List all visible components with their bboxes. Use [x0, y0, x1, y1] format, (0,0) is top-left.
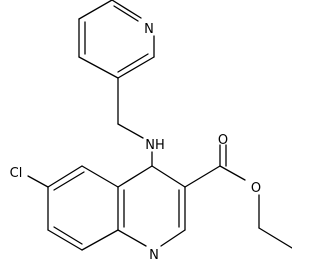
bond [53, 171, 85, 191]
bond [47, 229, 83, 251]
ester-oxygen-label: O [251, 181, 261, 196]
bond [117, 56, 155, 79]
bond [184, 165, 221, 188]
methylene-linker [117, 77, 144, 139]
quinoline-benzo-ring [47, 165, 119, 251]
bond [117, 229, 147, 247]
bond [78, 56, 119, 79]
bond [111, 0, 142, 19]
quinoline-nitrogen-label: N [149, 248, 159, 263]
ethyl-ester-group [184, 144, 292, 249]
bond [27, 175, 49, 188]
bond [160, 229, 186, 247]
bond [81, 165, 119, 188]
structure-canvas: N NH Cl O O N [10, 0, 292, 263]
bond [219, 165, 246, 181]
bond [117, 165, 153, 188]
amine-nh-label: NH [145, 138, 165, 153]
bond [151, 165, 186, 188]
pyridine-ring [78, 0, 155, 79]
molecule-drawing: N NH Cl O O N [10, 0, 292, 263]
quinoline-pyridine-ring [117, 165, 186, 247]
bond [81, 229, 119, 251]
bond [113, 5, 139, 22]
bond [258, 227, 292, 249]
bond [47, 165, 83, 188]
bond [78, 0, 113, 20]
pyridine-nitrogen-label: N [144, 22, 154, 37]
carbonyl-oxygen-label: O [218, 133, 228, 148]
bond [117, 53, 149, 73]
chlorine-label: Cl [10, 166, 23, 181]
bond [117, 123, 144, 139]
bond [53, 226, 83, 245]
